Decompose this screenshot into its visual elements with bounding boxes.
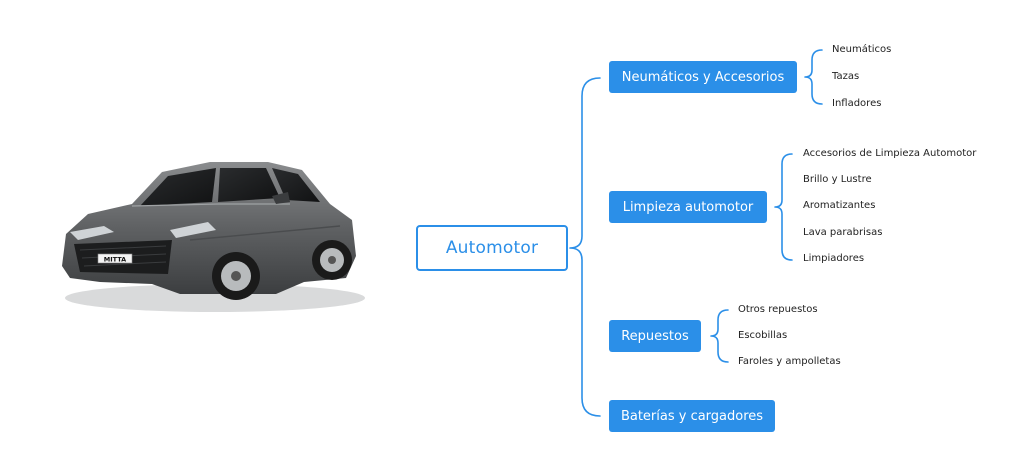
leaf-item: Tazas (832, 71, 860, 82)
bracket-repuestos (710, 309, 729, 363)
leaf-item: Limpiadores (803, 253, 865, 264)
leaf-item: Neumáticos (832, 44, 892, 55)
category-label: Limpieza automotor (622, 199, 754, 215)
root-bracket (569, 77, 601, 417)
car-image: MITTA (62, 162, 365, 312)
category-repuestos: Repuestos (609, 320, 701, 352)
leaf-item: Accesorios de Limpieza Automotor (803, 148, 977, 159)
category-neumaticos-y-accesorios: Neumáticos y Accesorios (609, 61, 797, 93)
leaf-item: Brillo y Lustre (803, 174, 872, 185)
category-limpieza-automotor: Limpieza automotor (609, 191, 767, 223)
leaf-item: Otros repuestos (738, 304, 818, 315)
category-label: Neumáticos y Accesorios (621, 69, 785, 85)
category-label: Baterías y cargadores (620, 408, 764, 424)
leaf-item: Aromatizantes (803, 200, 876, 211)
root-node-automotor: Automotor (416, 225, 568, 271)
bracket-limpieza (774, 153, 793, 261)
category-label: Repuestos (621, 328, 689, 344)
license-plate-text: MITTA (104, 256, 126, 264)
leaf-item: Escobillas (738, 330, 788, 341)
category-baterias-y-cargadores: Baterías y cargadores (609, 400, 775, 432)
leaf-item: Faroles y ampolletas (738, 356, 841, 367)
bracket-neumaticos (804, 49, 823, 105)
root-label: Automotor (445, 238, 539, 258)
leaf-item: Infladores (832, 98, 882, 109)
leaf-item: Lava parabrisas (803, 227, 883, 238)
